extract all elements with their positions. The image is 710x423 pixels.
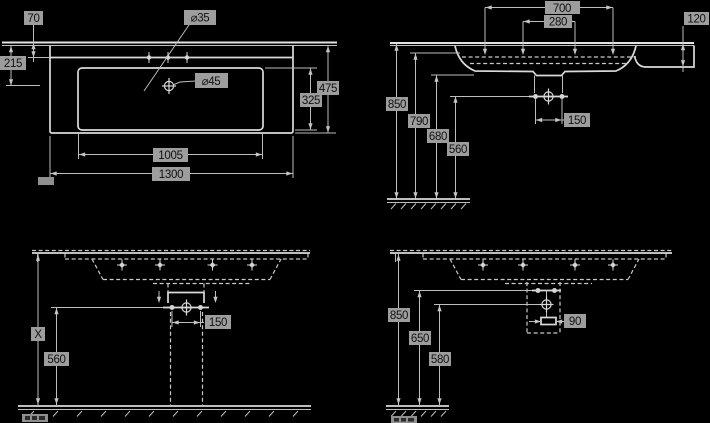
dim-850-label: 850 <box>390 310 408 322</box>
faucet-hole-marker <box>207 259 218 271</box>
faucet-hole-marker <box>143 51 155 64</box>
installA-dimension-lines <box>35 254 204 405</box>
bolt-circle <box>169 305 175 310</box>
bolt-circle <box>535 288 541 293</box>
front-floor-line <box>387 198 470 210</box>
dim-680-label: 680 <box>429 131 447 143</box>
faucet-hole-marker <box>116 259 128 271</box>
dim-label-bg <box>447 142 469 156</box>
bolt-circle <box>533 94 538 99</box>
dim-label-bg <box>300 93 322 107</box>
front-section-view: 700 280 120 850 790 680 560 150 <box>386 1 709 210</box>
faucet-hole-marker <box>607 259 619 271</box>
drain-symbol <box>538 295 555 314</box>
dim-700-label: 700 <box>553 3 571 15</box>
bolt-circle <box>552 288 557 293</box>
dim-650-label: 650 <box>411 333 429 345</box>
installA-dimension-labels: X 560 150 <box>31 315 231 366</box>
dim-label-bg <box>195 73 228 88</box>
dim-label-bg <box>429 352 451 366</box>
dim-label-bg <box>564 314 586 328</box>
dim-label-bg <box>544 15 572 28</box>
install-view-floor-trap: X 560 150 <box>18 249 311 422</box>
installB-basin-outline <box>390 249 672 285</box>
dim-70-label: 70 <box>27 13 39 25</box>
faucet-hole-marker <box>477 259 489 271</box>
dim-150-label: 150 <box>568 115 586 127</box>
dim-label-bg <box>409 331 431 345</box>
dim-label-bg <box>44 352 69 366</box>
dim-790-label: 790 <box>410 116 428 128</box>
dim-label-bg <box>31 327 45 341</box>
dim-label-bg <box>0 56 26 70</box>
dim-label-bg <box>386 97 408 111</box>
drain-symbol <box>540 87 557 106</box>
watermark <box>38 177 54 185</box>
dim-280-label: 280 <box>549 17 567 29</box>
front-basin-outline <box>390 42 695 77</box>
bolt-circle <box>198 305 203 310</box>
dim-label-bg <box>205 315 231 329</box>
dim-label-bg <box>545 1 580 14</box>
dim-475-label: 475 <box>319 83 337 95</box>
dim-150-label: 150 <box>209 317 227 329</box>
dim-label-bg <box>427 129 449 143</box>
bolt-circle <box>559 94 565 99</box>
faucet-hole-marker <box>181 51 193 64</box>
dim-580-label: 580 <box>431 354 449 366</box>
installB-dimension-lines <box>396 254 569 405</box>
drain-symbol <box>178 298 195 317</box>
dim-560-label: 560 <box>449 144 467 156</box>
installA-floor-line <box>18 405 311 417</box>
waste-outlet <box>540 316 557 326</box>
faucet-hole-marker <box>246 259 258 271</box>
installB-floor-line <box>386 405 449 417</box>
drain-diameter-label: ⌀45 <box>202 76 221 88</box>
dim-label-bg <box>153 148 188 162</box>
dim-label-bg <box>408 114 430 128</box>
faucet-hole-marker <box>569 259 581 271</box>
dim-label-bg <box>684 12 709 25</box>
watermark <box>391 416 417 423</box>
leader-lines <box>143 21 197 92</box>
faucet-hole-markers <box>143 51 193 64</box>
dim-label-bg <box>152 167 190 181</box>
installB-trap-fitting <box>526 282 561 334</box>
plan-dimension-labels: 70 215 ⌀35 ⌀45 475 325 1005 1300 <box>0 10 339 181</box>
front-dimension-lines <box>394 5 686 199</box>
plan-view: 70 215 ⌀35 ⌀45 475 325 1005 1300 <box>0 10 339 185</box>
installA-drain-fitting <box>156 283 218 405</box>
dim-325-label: 325 <box>302 95 320 107</box>
dim-850-label: 850 <box>388 99 406 111</box>
floor-hatch <box>390 410 447 417</box>
dim-x-label: X <box>34 329 42 341</box>
dim-1300-label: 1300 <box>159 169 183 181</box>
installA-basin-outline <box>32 249 310 285</box>
install-view-wall-trap: 850 650 580 90 <box>386 249 672 423</box>
dim-90-label: 90 <box>569 316 581 328</box>
dim-215-label: 215 <box>4 58 22 70</box>
watermark <box>22 414 48 422</box>
dim-label-bg <box>317 81 339 95</box>
faucet-hole-marker <box>154 259 166 271</box>
dim-label-bg <box>564 113 590 127</box>
dim-label-bg <box>184 10 216 25</box>
installB-dimension-labels: 850 650 580 90 <box>388 308 586 366</box>
floor-hatch <box>390 203 467 210</box>
faucet-hole-diameter-label: ⌀35 <box>191 13 210 25</box>
dim-label-bg <box>24 11 43 25</box>
front-dimension-labels: 700 280 120 850 790 680 560 150 <box>386 1 709 156</box>
faucet-hole-marker <box>517 259 529 271</box>
floor-hatch <box>28 410 299 417</box>
dim-label-bg <box>388 308 410 322</box>
dim-1005-label: 1005 <box>158 150 182 162</box>
drain-symbol <box>161 77 177 95</box>
dim-120-label: 120 <box>687 14 705 26</box>
dim-560-label: 560 <box>47 354 65 366</box>
front-drain-fitting <box>529 75 568 106</box>
